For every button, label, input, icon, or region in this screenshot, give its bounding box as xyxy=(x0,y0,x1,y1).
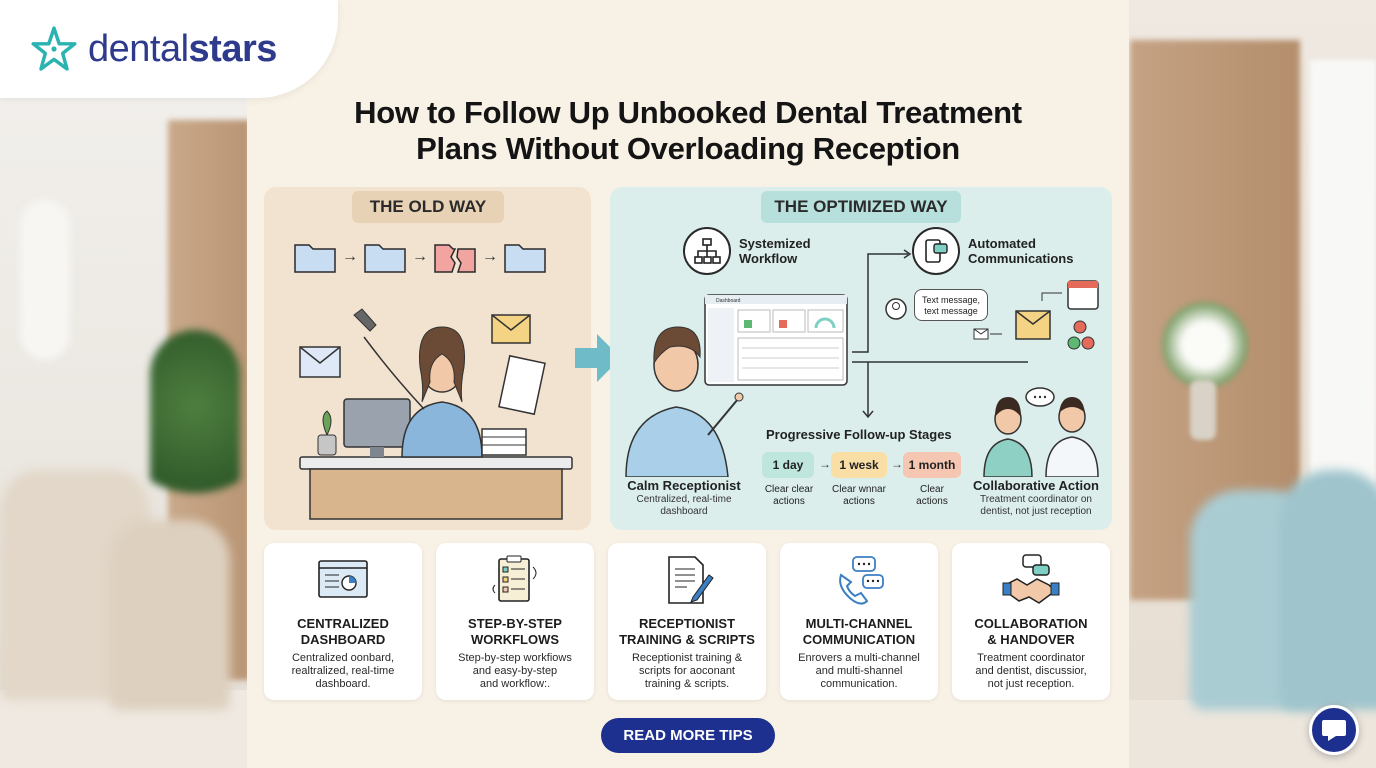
calm-receptionist-illustration xyxy=(625,326,744,477)
text-message-bubble: Text message,text message xyxy=(914,289,988,321)
calm-receptionist-title: Calm Receptionist xyxy=(627,478,741,493)
infographic-card: How to Follow Up Unbooked Dental Treatme… xyxy=(247,0,1129,768)
workflow-connector-lines xyxy=(852,249,1028,419)
logo[interactable]: dentalstars xyxy=(0,0,338,98)
broken-folder-icon xyxy=(434,244,476,273)
dashboard-title: Dashboard xyxy=(716,298,741,304)
stage-1-month: 1 month xyxy=(903,452,961,478)
stage-arrow: → xyxy=(891,457,903,471)
stressed-receptionist-illustration xyxy=(299,308,573,520)
read-more-tips-button[interactable]: READ MORE TIPS xyxy=(601,718,775,753)
old-way-panel: THE OLD WAY → → → xyxy=(264,187,591,530)
dashboard-icon xyxy=(318,560,368,598)
workflow-icon xyxy=(683,227,731,275)
page-title: How to Follow Up Unbooked Dental Treatme… xyxy=(354,95,1022,166)
optimized-way-label: THE OPTIMIZED WAY xyxy=(761,191,961,223)
folder-icon xyxy=(364,244,406,273)
phone-chat-icon xyxy=(912,227,960,275)
brand-name: dentalstars xyxy=(88,27,277,70)
folder-icon xyxy=(504,244,546,273)
communication-channels-illustration xyxy=(885,280,1099,350)
old-way-label: THE OLD WAY xyxy=(352,191,504,223)
stage-1-week: 1 wesk xyxy=(831,452,887,478)
transition-arrow-icon xyxy=(575,334,621,382)
script-icon xyxy=(668,556,714,604)
star-logo-icon xyxy=(31,26,77,71)
chat-widget-button[interactable] xyxy=(1309,705,1359,755)
folder-icon xyxy=(294,244,336,273)
dashboard-screen: Dashboard xyxy=(704,294,848,386)
feature-card-collaboration[interactable]: COLLABORATION& HANDOVER Treatment coordi… xyxy=(952,543,1110,700)
handshake-icon xyxy=(1002,554,1060,604)
stage-arrow: → xyxy=(819,457,831,471)
collaborative-team-illustration xyxy=(983,387,1099,477)
stages-title: Progressive Follow-up Stages xyxy=(766,427,952,442)
stage-1-day: 1 day xyxy=(762,452,814,478)
collaborative-action-title: Collaborative Action xyxy=(973,478,1099,493)
chat-icon xyxy=(1322,720,1346,741)
phone-chat-icon xyxy=(839,556,884,605)
folder-chain: → → → xyxy=(294,241,546,273)
checklist-icon xyxy=(492,555,537,602)
